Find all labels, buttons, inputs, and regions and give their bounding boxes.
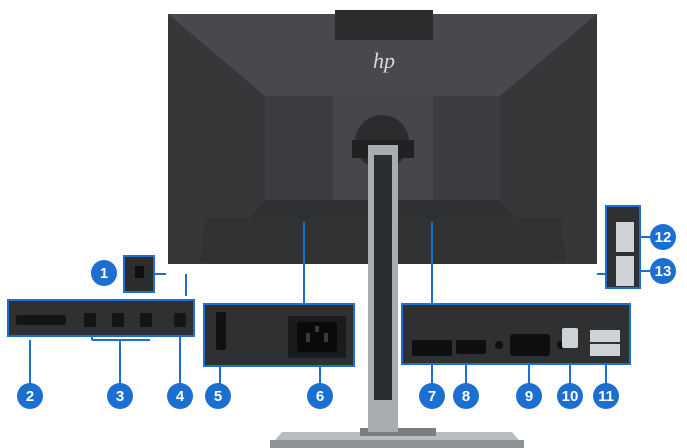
callout-circle	[650, 258, 676, 284]
detail-io-panel	[401, 303, 631, 365]
callout-number: 13	[655, 263, 672, 280]
callout-number: 7	[428, 388, 436, 405]
callout-number: 6	[316, 388, 324, 405]
callout-circle	[557, 383, 583, 409]
callout-security-cable-slot: 5	[205, 383, 231, 409]
callout-hdmi-port: 8	[453, 383, 479, 409]
callout-power-button: 4	[167, 383, 193, 409]
callout-usb-type-a-side-2: 13	[650, 258, 676, 284]
callout-circle	[593, 383, 619, 409]
stand-neck	[352, 115, 414, 432]
callout-number: 11	[598, 388, 614, 405]
callout-usb-type-a-side-1: 12	[650, 224, 676, 250]
callout-circle	[419, 383, 445, 409]
callout-camera-lock-slot: 1	[91, 260, 117, 286]
callout-usb-type-b-upstream: 10	[557, 383, 583, 409]
detail-button-strip	[7, 299, 195, 337]
callout-circle	[107, 383, 133, 409]
callout-number: 1	[100, 265, 108, 282]
callout-displayport-in: 7	[419, 383, 445, 409]
callout-circle	[205, 383, 231, 409]
callout-number: 5	[214, 388, 222, 405]
callout-circle	[516, 383, 542, 409]
callout-ac-power-connector: 6	[307, 383, 333, 409]
callout-vga-port: 9	[516, 383, 542, 409]
callout-number: 4	[176, 388, 185, 405]
callout-function-buttons: 3	[107, 383, 133, 409]
callout-number: 10	[562, 388, 579, 405]
callout-usb-type-a-downstream: 11	[593, 383, 619, 409]
detail-power-panel	[203, 303, 355, 367]
callout-number: 8	[462, 388, 470, 405]
callout-number: 9	[525, 388, 533, 405]
callout-circle	[91, 260, 117, 286]
callout-osd-menu-button: 2	[17, 383, 43, 409]
callout-circle	[650, 224, 676, 250]
callout-circle	[307, 383, 333, 409]
detail-camera-lock	[123, 255, 155, 293]
callout-circle	[453, 383, 479, 409]
callout-number: 2	[26, 388, 34, 405]
callout-circle	[17, 383, 43, 409]
callout-number: 3	[116, 388, 124, 405]
callout-number: 12	[655, 229, 672, 246]
hp-logo: hp	[373, 48, 395, 73]
detail-side-usb	[605, 205, 641, 289]
callout-circle	[167, 383, 193, 409]
leader-lines	[29, 206, 650, 384]
